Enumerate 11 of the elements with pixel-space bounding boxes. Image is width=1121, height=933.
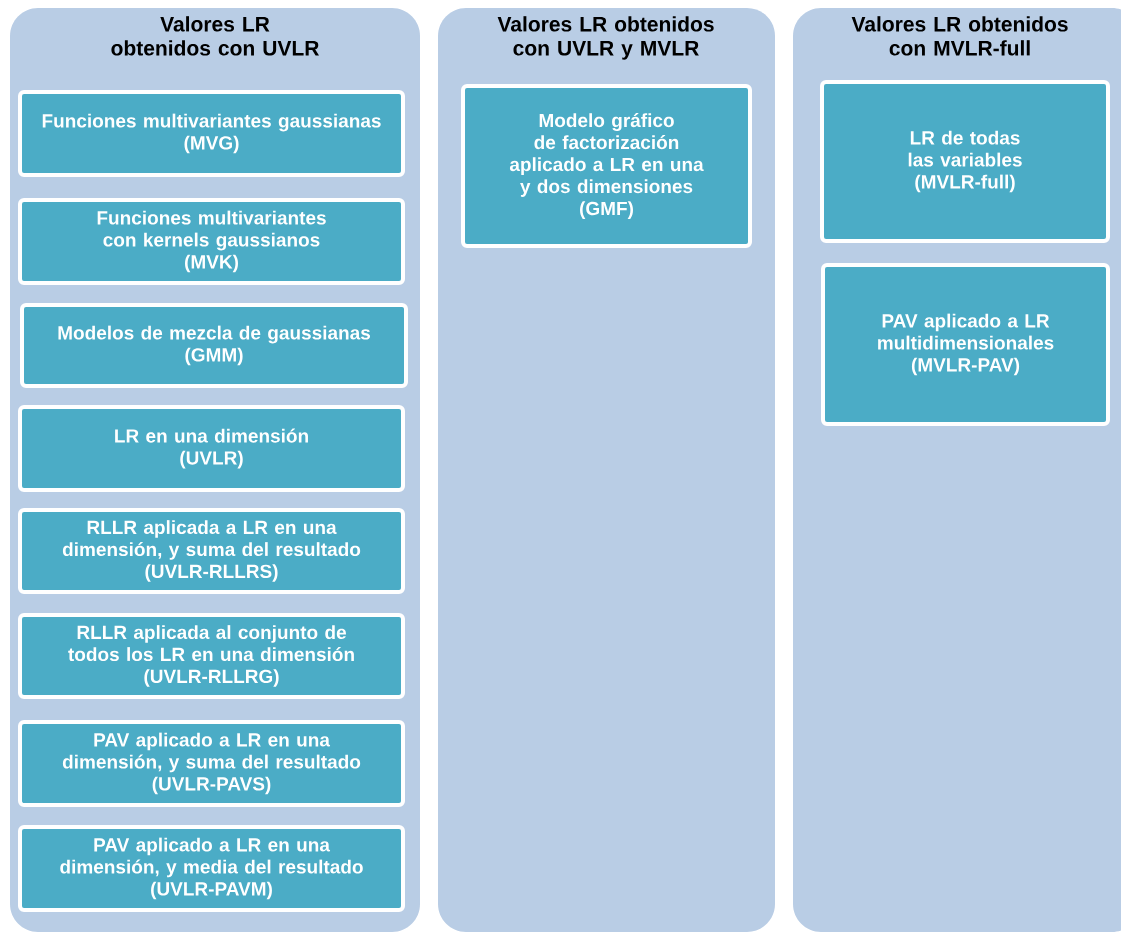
method-box: Modelos de mezcla de gaussianas (GMM) [20,303,408,388]
method-box: LR de todas las variables (MVLR-full) [820,80,1110,243]
method-box: PAV aplicado a LR multidimensionales (MVLR-PAV) [821,263,1110,426]
method-box: RLLR aplicada al conjunto de todos los LR en una dimensión (UVLR-RLLRG) [18,613,405,699]
method-box: RLLR aplicada a LR en una dimensión, y suma del resultado (UVLR-RLLRS) [18,508,405,594]
method-box: PAV aplicado a LR en una dimensión, y suma del resultado (UVLR-PAVS) [18,720,405,807]
method-box: Funciones multivariantes gaussianas (MVG) [18,90,405,177]
method-box: Funciones multivariantes con kernels gaussianos (MVK) [18,198,405,285]
method-box: Modelo gráfico de factorización aplicado a LR en una y dos dimensiones (GMF) [461,84,752,248]
method-box: PAV aplicado a LR en una dimensión, y media del resultado (UVLR-PAVM) [18,825,405,912]
method-box: LR en una dimensión (UVLR) [18,405,405,492]
